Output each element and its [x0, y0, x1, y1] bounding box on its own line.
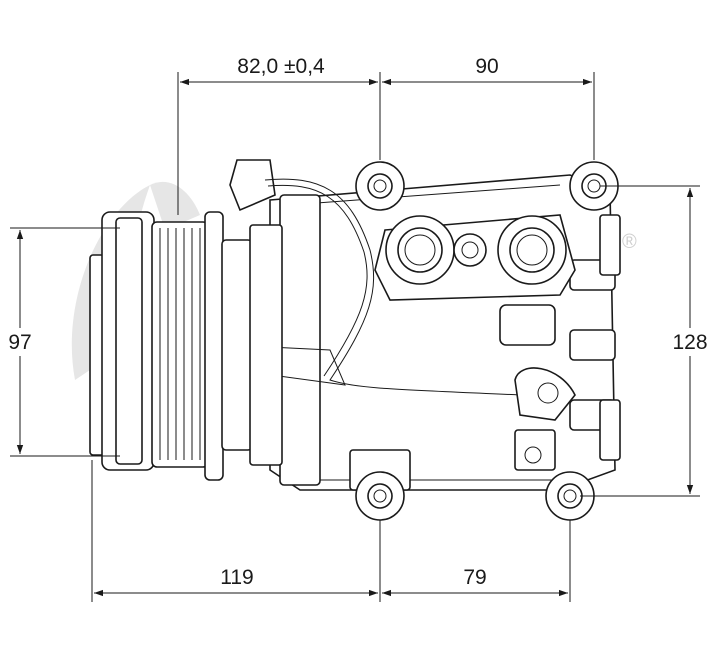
- mounting-lug-bottom-left: [355, 471, 405, 521]
- dimension-top-left-label: 82,0 ±0,4: [237, 55, 325, 78]
- service-ports: [374, 214, 576, 301]
- compressor-body: [269, 174, 621, 491]
- clutch-pulley: [89, 211, 283, 481]
- mounting-lug-top-right: [569, 161, 619, 211]
- dimension-bottom-left-label: 119: [220, 566, 253, 589]
- dimension-bottom-right: 79: [382, 566, 568, 597]
- dimension-top-left: 82,0 ±0,4: [180, 55, 378, 86]
- dimension-right: 128: [668, 188, 712, 494]
- dimension-top-right: 90: [382, 55, 592, 86]
- dimension-bottom-right-label: 79: [463, 566, 486, 589]
- mounting-lug-top-left: [355, 161, 405, 211]
- extension-lines: [10, 72, 700, 602]
- electrical-harness: [229, 159, 576, 464]
- dimension-left: 97: [2, 230, 38, 454]
- mounting-lug-bottom-right: [545, 471, 595, 521]
- registered-mark: ®: [622, 231, 637, 253]
- dimension-right-label: 128: [672, 331, 707, 354]
- dimension-top-right-label: 90: [475, 55, 498, 78]
- dimension-left-label: 97: [8, 331, 31, 354]
- dimension-bottom-left: 119: [94, 566, 378, 597]
